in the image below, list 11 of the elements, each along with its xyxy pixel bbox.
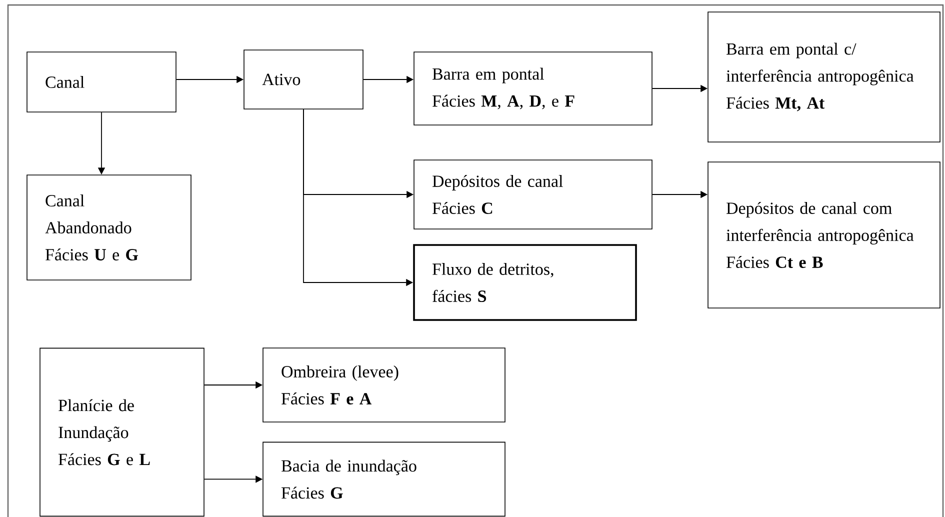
text-box: Fluxo de detritos, fácies S xyxy=(413,244,637,321)
text-box: Planície de Inundação Fácies G e L xyxy=(40,348,204,517)
text-box: Ativo xyxy=(244,50,364,110)
text-box: Barra em pontal c/ interferência antropogênica Fácies Mt, At xyxy=(708,12,940,142)
text-box: Depósitos de canal Fácies C xyxy=(414,160,652,230)
text-box: Bacia de inundação Fácies G xyxy=(262,442,506,517)
text-box: Depósitos de canal com interferência antropogênica Fácies Ct e B xyxy=(708,162,940,308)
text-box: Ombreira (levee) Fácies F e A xyxy=(262,348,506,422)
text-box: Barra em pontal Fácies M, A, D, e F xyxy=(414,52,652,126)
text-box: Canal Abandonado Fácies U e G xyxy=(26,174,192,280)
text-box: Canal xyxy=(26,52,176,112)
